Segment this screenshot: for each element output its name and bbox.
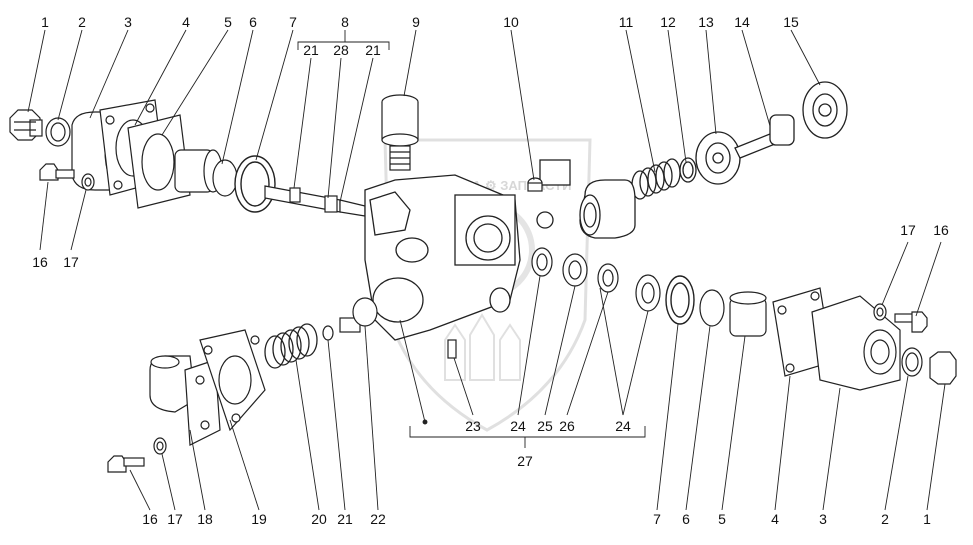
part-17-washer-right [873, 303, 887, 321]
part-25-bushing [562, 253, 588, 287]
callout-12: 12 [660, 14, 676, 30]
part-3-cover-right [811, 295, 901, 391]
part-26-ring [597, 263, 619, 293]
part-18-elbow [149, 355, 221, 446]
callout-26: 26 [559, 418, 575, 434]
callout-21: 21 [365, 42, 381, 58]
part-19-gasket-lower [199, 329, 266, 432]
callout-2: 2 [78, 14, 86, 30]
part-22-valve-lower [339, 297, 378, 333]
callout-4: 4 [182, 14, 190, 30]
callout-11: 11 [619, 14, 634, 30]
part-24-bushing-a [531, 247, 553, 277]
callout-18: 18 [197, 511, 213, 527]
part-8-valve-stem [264, 185, 366, 217]
part-7-disc-right [665, 275, 695, 325]
callout-7: 7 [289, 14, 297, 30]
part-1-plug-upper-left [9, 109, 43, 141]
callout-21: 21 [337, 511, 353, 527]
part-13-disc-upper [695, 131, 741, 185]
part-5-sleeve-upper [174, 149, 223, 193]
callout-13: 13 [698, 14, 714, 30]
callout-3: 3 [819, 511, 827, 527]
part-12-ring-upper [679, 157, 697, 183]
callout-16: 16 [142, 511, 158, 527]
callout-17: 17 [167, 511, 183, 527]
part-16-bolt-lower-left [107, 455, 145, 473]
callout-9: 9 [412, 14, 420, 30]
callout-14: 14 [734, 14, 750, 30]
part-20-spring-lower [264, 323, 318, 369]
part-15-cap [802, 81, 848, 139]
callout-6: 6 [249, 14, 257, 30]
part-10-plug [527, 177, 543, 192]
callout-24: 24 [615, 418, 631, 434]
callout-22: 22 [370, 511, 386, 527]
callout-1: 1 [923, 511, 931, 527]
part-14-pin [734, 114, 795, 159]
part-24-bushing-b [635, 274, 661, 312]
part-21-ring-lower [322, 325, 334, 341]
callout-8: 8 [341, 14, 349, 30]
callout-27: 27 [517, 453, 533, 469]
part-2-washer-upper-left [45, 117, 71, 147]
callout-28: 28 [333, 42, 349, 58]
part-16-bolt-right [894, 311, 928, 333]
callout-10: 10 [503, 14, 519, 30]
part-1-plug-right [929, 351, 957, 385]
callout-5: 5 [718, 511, 726, 527]
callout-17: 17 [63, 254, 79, 270]
callout-2: 2 [881, 511, 889, 527]
callout-20: 20 [311, 511, 327, 527]
part-5-sleeve-right [729, 291, 767, 337]
callout-3: 3 [124, 14, 132, 30]
callout-7: 7 [653, 511, 661, 527]
callout-23: 23 [465, 418, 481, 434]
part-23-pin [447, 339, 457, 359]
callout-25: 25 [537, 418, 553, 434]
callout-24: 24 [510, 418, 526, 434]
part-17-washer-lower-left [153, 437, 167, 455]
leader-lines [27, 29, 946, 511]
part-16-bolt-upper-left [39, 163, 75, 181]
callout-19: 19 [251, 511, 267, 527]
callout-labels: 1 2 3 4 5 6 7 8 21 28 21 9 10 11 12 13 1… [32, 14, 949, 527]
part-11-cap-upper [579, 179, 636, 239]
callout-6: 6 [682, 511, 690, 527]
part-2-washer-right [901, 347, 923, 377]
callout-15: 15 [783, 14, 799, 30]
callout-16: 16 [933, 222, 949, 238]
callout-4: 4 [771, 511, 779, 527]
part-11-spring-upper [631, 158, 681, 200]
part-7-disc-upper [234, 155, 276, 213]
part-6-ring-upper [212, 159, 238, 197]
callout-21: 21 [303, 42, 319, 58]
part-17-washer-upper-left [81, 173, 95, 191]
callout-1: 1 [41, 14, 49, 30]
part-9-fitting [381, 94, 419, 171]
callout-5: 5 [224, 14, 232, 30]
callout-16: 16 [32, 254, 48, 270]
part-27-valve-body [364, 159, 571, 341]
callout-17: 17 [900, 222, 916, 238]
part-6-ring-right [699, 289, 725, 327]
